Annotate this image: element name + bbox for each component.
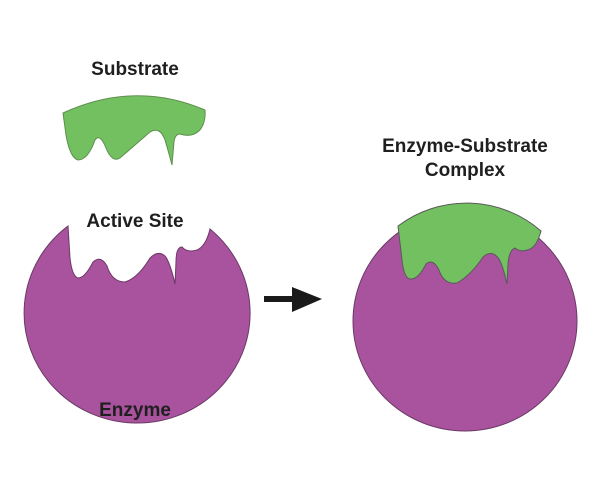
- active-site-label: Active Site: [86, 211, 184, 232]
- complex-substrate-shape: [397, 202, 542, 285]
- right-arrow-icon: [264, 287, 322, 312]
- complex-label-line2: Complex: [424, 160, 506, 181]
- complex-label: Enzyme-Substrate Complex: [355, 135, 575, 183]
- substrate-shape: [62, 95, 206, 166]
- enzyme-label: Enzyme: [99, 400, 171, 421]
- substrate-label: Substrate: [91, 59, 179, 80]
- complex-label-line1: Enzyme-Substrate: [382, 136, 548, 157]
- enzyme-shape: [23, 225, 251, 424]
